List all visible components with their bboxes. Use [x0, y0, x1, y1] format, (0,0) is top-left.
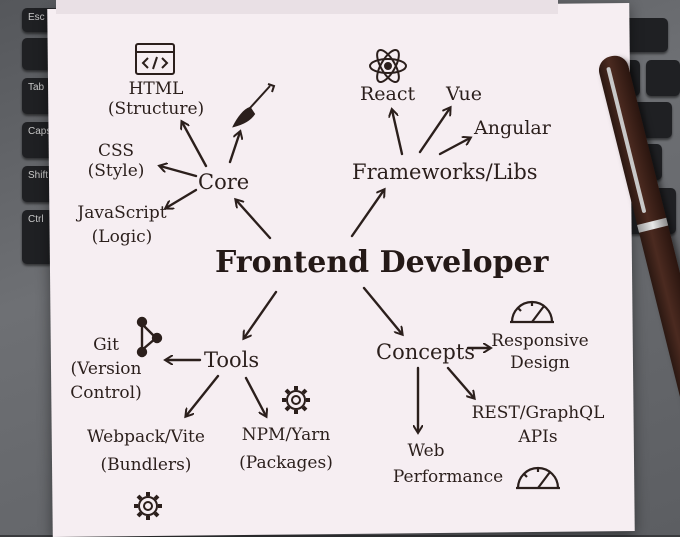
git-label: Git [93, 335, 119, 355]
arrow-core-html [182, 122, 208, 168]
arrow-fw-react [392, 110, 404, 156]
center-title: Frontend Developer [215, 245, 549, 280]
vue-label: Vue [446, 83, 482, 105]
react-label: React [360, 83, 416, 105]
arrow-concepts-rest [446, 366, 474, 398]
rest-label: REST/GraphQL [471, 403, 605, 423]
hub-frameworks: Frameworks/Libs [352, 160, 538, 184]
css-label: CSS [97, 141, 135, 161]
webpack-label: Webpack/Vite [87, 427, 205, 447]
arrow-center-concepts [362, 286, 402, 334]
web-label: Web [407, 441, 445, 461]
web-sub-label: Performance [392, 467, 504, 487]
npm-label: NPM/Yarn [241, 425, 331, 445]
react-atom-icon [369, 49, 407, 83]
arrow-core-brush [228, 132, 240, 164]
speedometer-icon [510, 300, 554, 324]
hub-concepts: Concepts [376, 340, 476, 364]
arrow-center-core [236, 200, 272, 240]
speedometer-icon [516, 466, 560, 490]
arrow-fw-vue [418, 108, 450, 154]
html-sub-label: (Structure) [107, 99, 205, 119]
js-label: JavaScript [77, 203, 167, 223]
git-sub-label-1: (Version [70, 359, 142, 379]
arrow-center-frameworks [350, 190, 384, 238]
notepad-binding [56, 0, 558, 14]
key-bracket [646, 60, 680, 96]
html-label: HTML [128, 79, 184, 99]
arrow-tools-npm [244, 376, 266, 416]
hub-core: Core [198, 170, 250, 194]
gear-icon [134, 492, 162, 520]
rest-sub-label: APIs [518, 427, 558, 447]
npm-sub-label: (Packages) [239, 453, 333, 473]
key-minus [624, 18, 668, 52]
arrow-core-css [160, 166, 198, 178]
responsive-sub-label: Design [510, 353, 570, 373]
paintbrush-icon [232, 83, 276, 128]
arrow-core-js [166, 188, 198, 208]
css-sub-label: (Style) [87, 161, 145, 181]
arrow-fw-angular [438, 138, 470, 156]
git-branch-icon [136, 316, 163, 358]
js-sub-label: (Logic) [91, 227, 153, 247]
responsive-label: Responsive [491, 331, 589, 351]
gear-icon [282, 386, 310, 414]
arrow-center-tools [244, 290, 278, 338]
angular-label: Angular [474, 117, 551, 139]
hub-tools: Tools [204, 348, 260, 372]
arrow-tools-webpack [186, 374, 220, 416]
git-sub-label-2: Control) [70, 383, 142, 403]
code-icon [135, 43, 175, 75]
webpack-sub-label: (Bundlers) [100, 455, 192, 475]
